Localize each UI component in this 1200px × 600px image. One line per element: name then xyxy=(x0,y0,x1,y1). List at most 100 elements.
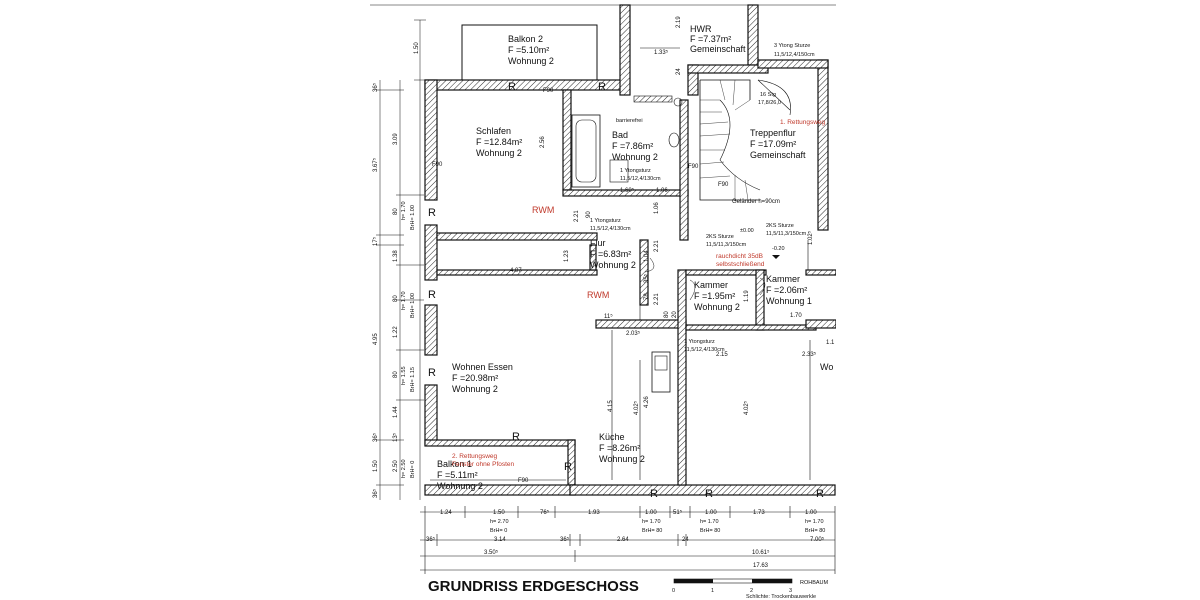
dim-bb-1: BrH= 80 xyxy=(642,528,662,534)
kueche-unit: Wohnung 2 xyxy=(599,454,645,464)
ytong1-bad-dim: 11,5/12,4/130cm xyxy=(620,176,661,182)
dim-left-inner-0: 3.09 xyxy=(393,133,399,145)
dim-misc-26: 1.1 xyxy=(826,340,835,346)
dim-misc-0: 4.07 xyxy=(510,268,522,274)
ks2-a-dim: 11,5/11,3/150cm xyxy=(706,242,747,248)
window-r-balkon1b: R xyxy=(564,461,572,473)
stg-dim: 17,8/26,0 xyxy=(758,100,781,106)
wohnen-name: Wohnen Essen xyxy=(452,362,513,372)
window-r-balkon1: R xyxy=(512,431,520,443)
window-r-top2: R xyxy=(598,81,606,93)
dim-left-inner-7: 13⁵ xyxy=(392,432,399,442)
dim-misc-5: 4.26 xyxy=(644,396,650,408)
dim-left-h-4: h= 1.55 xyxy=(401,366,407,385)
dim-left-outer-2: 17⁵ xyxy=(372,236,379,246)
dim-left-h-2: h= 1.70 xyxy=(401,291,407,310)
left-dimensions: 36⁵ 3.67⁵ 17⁵ 4.95 36⁵ 1.50 36⁵ 3.09 80 … xyxy=(372,80,424,500)
flur-area: F =6.83m² xyxy=(590,249,631,259)
dim-bb-0: BrH= 0 xyxy=(490,528,507,534)
dim-misc-22: 20 xyxy=(672,311,678,318)
schlafen-unit: Wohnung 2 xyxy=(476,148,522,158)
dim-b2-2: 36⁵ xyxy=(560,536,570,543)
dim-b1-0: 1.24 xyxy=(440,510,452,516)
dim-left-outer-6: 36⁵ xyxy=(372,488,379,498)
dim-misc-2: 1.23 xyxy=(564,250,570,262)
dim-b3-0: 3.50⁵ xyxy=(484,549,499,556)
balkon-2: Balkon 2 F =5.10m² Wohnung 2 xyxy=(461,24,598,81)
ytong1-kueche-dim: 11,5/12,4/130cm xyxy=(684,347,725,353)
dim-left-inner-4: 1.22 xyxy=(393,326,399,338)
dim-b2-5: 7.00⁵ xyxy=(810,536,825,543)
rwm-1: RWM xyxy=(532,205,554,215)
ytong1-flur-dim: 11,5/12,4/130cm xyxy=(590,226,631,232)
dim-left-h-7: BrH= 0 xyxy=(410,461,416,478)
treppenflur-area: F =17.09m² xyxy=(750,139,796,149)
ks2-b-dim: 11,5/11,3/150cm xyxy=(766,231,807,237)
dim-b1-8: 1.00 xyxy=(805,510,817,516)
kammer2-area: F =2.06m² xyxy=(766,285,807,295)
dim-misc-1: 2.56 xyxy=(540,136,546,148)
balkon1-name: Balkon 1 xyxy=(437,459,472,469)
window-r-bottom1: R xyxy=(650,488,658,500)
kammer1-name: Kammer xyxy=(694,280,728,290)
window-r-bottom3: R xyxy=(816,488,824,500)
scale-1: 1 xyxy=(711,588,714,594)
rettungsweg-1: 1. Rettungsweg xyxy=(780,119,826,126)
dim-bb-2: BrH= 80 xyxy=(700,528,720,534)
bad-area: F =7.86m² xyxy=(612,141,653,151)
title-block: GRUNDRISS ERDGESCHOSS 0 1 2 3 ROHBAUM Sc… xyxy=(428,578,829,600)
dim-left-h-0: h= 1.70 xyxy=(401,201,407,220)
dim-left-outer-0: 36⁵ xyxy=(372,82,379,92)
ytong3: 3 Ytong Sturze xyxy=(774,43,810,49)
fenster-ohne-pfosten: Fenster ohne Pfosten xyxy=(452,461,515,468)
dim-left-inner-5: 80 xyxy=(393,371,399,378)
dim-bb-3: BrH= 80 xyxy=(805,528,825,534)
drawing-title: GRUNDRISS ERDGESCHOSS xyxy=(428,578,639,595)
dim-misc-4: 4.02⁵ xyxy=(633,400,640,415)
kueche-area: F =8.26m² xyxy=(599,443,640,453)
dim-misc-21: 80 xyxy=(664,311,670,318)
dim-misc-7: 2.03⁵ xyxy=(626,330,641,337)
dim-left-inner-6: 1.44 xyxy=(393,406,399,418)
rauchdicht: rauchdicht 35dB xyxy=(716,253,763,260)
f90-balkon1: F90 xyxy=(518,478,529,484)
ytong1-bad: 1 Ytongsturz xyxy=(620,168,651,174)
f90-trep: F90 xyxy=(718,182,729,188)
balkon2-name: Balkon 2 xyxy=(508,34,543,44)
stg: 16 Stg xyxy=(760,92,776,98)
dim-left-outer-5: 1.50 xyxy=(373,460,379,472)
flur-unit: Wohnung 2 xyxy=(590,260,636,270)
kueche-name: Küche xyxy=(599,432,625,442)
wohnen-unit: Wohnung 2 xyxy=(452,384,498,394)
dim-bh-1: h= 1.70 xyxy=(642,519,661,525)
balkon1-unit: Wohnung 2 xyxy=(437,481,483,491)
walls xyxy=(424,4,837,496)
rwm-2: RWM xyxy=(587,290,609,300)
dim-misc-19: 1.60⁵ xyxy=(620,187,635,194)
rohbau-label: ROHBAUM xyxy=(800,580,829,586)
dim-b1-5: 51⁵ xyxy=(673,509,683,516)
scale-3: 3 xyxy=(789,588,792,594)
kammer1-area: F =1.95m² xyxy=(694,291,735,301)
dim-misc-9: 2.33⁵ xyxy=(802,351,817,358)
bottom-dimensions: 1.24 1.50 76⁵ 1.93 1.00 51⁵ 1.00 1.73 1.… xyxy=(420,506,836,574)
dim-left-inner-1: 80 xyxy=(393,208,399,215)
kammer2-unit: Wohnung 1 xyxy=(766,296,812,306)
window-r-top1: R xyxy=(508,81,516,93)
dim-misc-17: 1.06 xyxy=(654,202,660,214)
balkon2-area: F =5.10m² xyxy=(508,45,549,55)
window-r-bottom2: R xyxy=(705,488,713,500)
thin-lines xyxy=(430,79,811,481)
dim-misc-20: 78 xyxy=(644,293,650,300)
dim-misc-8: 2.15 xyxy=(716,352,728,358)
hwr-unit: Gemeinschaft xyxy=(690,44,746,54)
wohnen-area: F =20.98m² xyxy=(452,373,498,383)
ytong1-kueche: 1 Ytongsturz xyxy=(684,339,715,345)
treppenflur-name: Treppenflur xyxy=(750,128,796,138)
dim-b1-6: 1.00 xyxy=(705,510,717,516)
bad-unit: Wohnung 2 xyxy=(612,152,658,162)
wo-partial-name: Wo xyxy=(820,362,833,372)
ks2-a: 2KS Sturze xyxy=(706,234,734,240)
dim-b2-4: 24 xyxy=(682,537,689,543)
dim-misc-14: 2.21 xyxy=(654,240,660,252)
